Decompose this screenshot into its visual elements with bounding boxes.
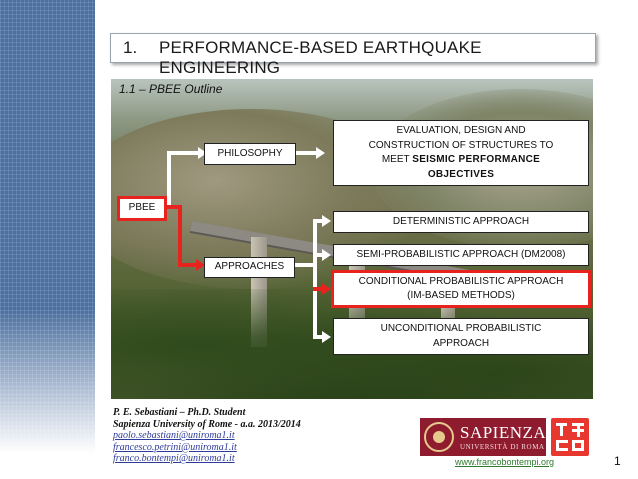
page-number: 1: [614, 454, 621, 468]
pbee-box: PBEE: [117, 196, 167, 221]
approaches-box: APPROACHES: [204, 257, 295, 278]
conditional-probabilistic-box: CONDITIONAL PROBABILISTIC APPROACH (IM-B…: [331, 270, 591, 308]
email-link[interactable]: franco.bontempi@uniroma1.it: [113, 453, 235, 464]
deterministic-box: DETERMINISTIC APPROACH: [333, 211, 589, 233]
author-name: P. E. Sebastiani – Ph.D. Student: [113, 407, 246, 418]
arrow-conditional: [322, 283, 331, 295]
title-number: 1.: [123, 38, 138, 57]
connector-approaches-vertical: [178, 205, 182, 267]
arrow-unconditional: [322, 331, 331, 343]
section-subtitle: 1.1 – PBEE Outline: [119, 82, 223, 96]
stamp-seal-icon: [551, 418, 589, 456]
philosophy-box: PHILOSOPHY: [204, 143, 296, 165]
author-affiliation: Sapienza University of Rome - a.a. 2013/…: [113, 418, 301, 430]
connector-philosophy-horizontal: [167, 151, 204, 155]
university-seal-icon: [424, 422, 454, 452]
connector-conditional: [313, 287, 327, 291]
decorative-sidebar: [0, 0, 95, 479]
connector-evaluation: [296, 151, 318, 155]
connector-approaches-horizontal: [178, 263, 202, 267]
arrow-deterministic: [322, 215, 331, 227]
website-link[interactable]: www.francobontempi.org: [455, 457, 555, 467]
connector-deterministic: [313, 219, 327, 223]
email-link[interactable]: francesco.petrini@uniroma1.it: [113, 441, 237, 453]
connector-approaches-out: [295, 263, 315, 267]
evaluation-box: EVALUATION, DESIGN AND CONSTRUCTION OF S…: [333, 120, 589, 186]
slide-title: PERFORMANCE-BASED EARTHQUAKE ENGINEERING: [159, 38, 482, 77]
connector-pbee-out: [167, 205, 180, 209]
semi-probabilistic-box: SEMI-PROBABILISTIC APPROACH (DM2008): [333, 244, 589, 266]
sapienza-logo: SAPIENZA UNIVERSITÀ DI ROMA: [420, 418, 546, 456]
connector-unconditional: [313, 335, 327, 339]
arrow-evaluation: [316, 147, 325, 159]
connector-philosophy-vertical: [167, 151, 171, 207]
connector-semi: [313, 253, 327, 257]
slide-title-box: 1. PERFORMANCE-BASED EARTHQUAKE ENGINEER…: [110, 33, 596, 77]
author-block: P. E. Sebastiani – Ph.D. Student Sapienz…: [113, 407, 301, 465]
arrow-philosophy: [198, 147, 207, 159]
arrow-approaches: [196, 259, 205, 271]
connector-bracket-vertical: [313, 219, 317, 339]
arrow-semi: [322, 249, 331, 261]
unconditional-probabilistic-box: UNCONDITIONAL PROBABILISTIC APPROACH: [333, 318, 589, 355]
email-link[interactable]: paolo.sebastiani@uniroma1.it: [113, 430, 235, 441]
